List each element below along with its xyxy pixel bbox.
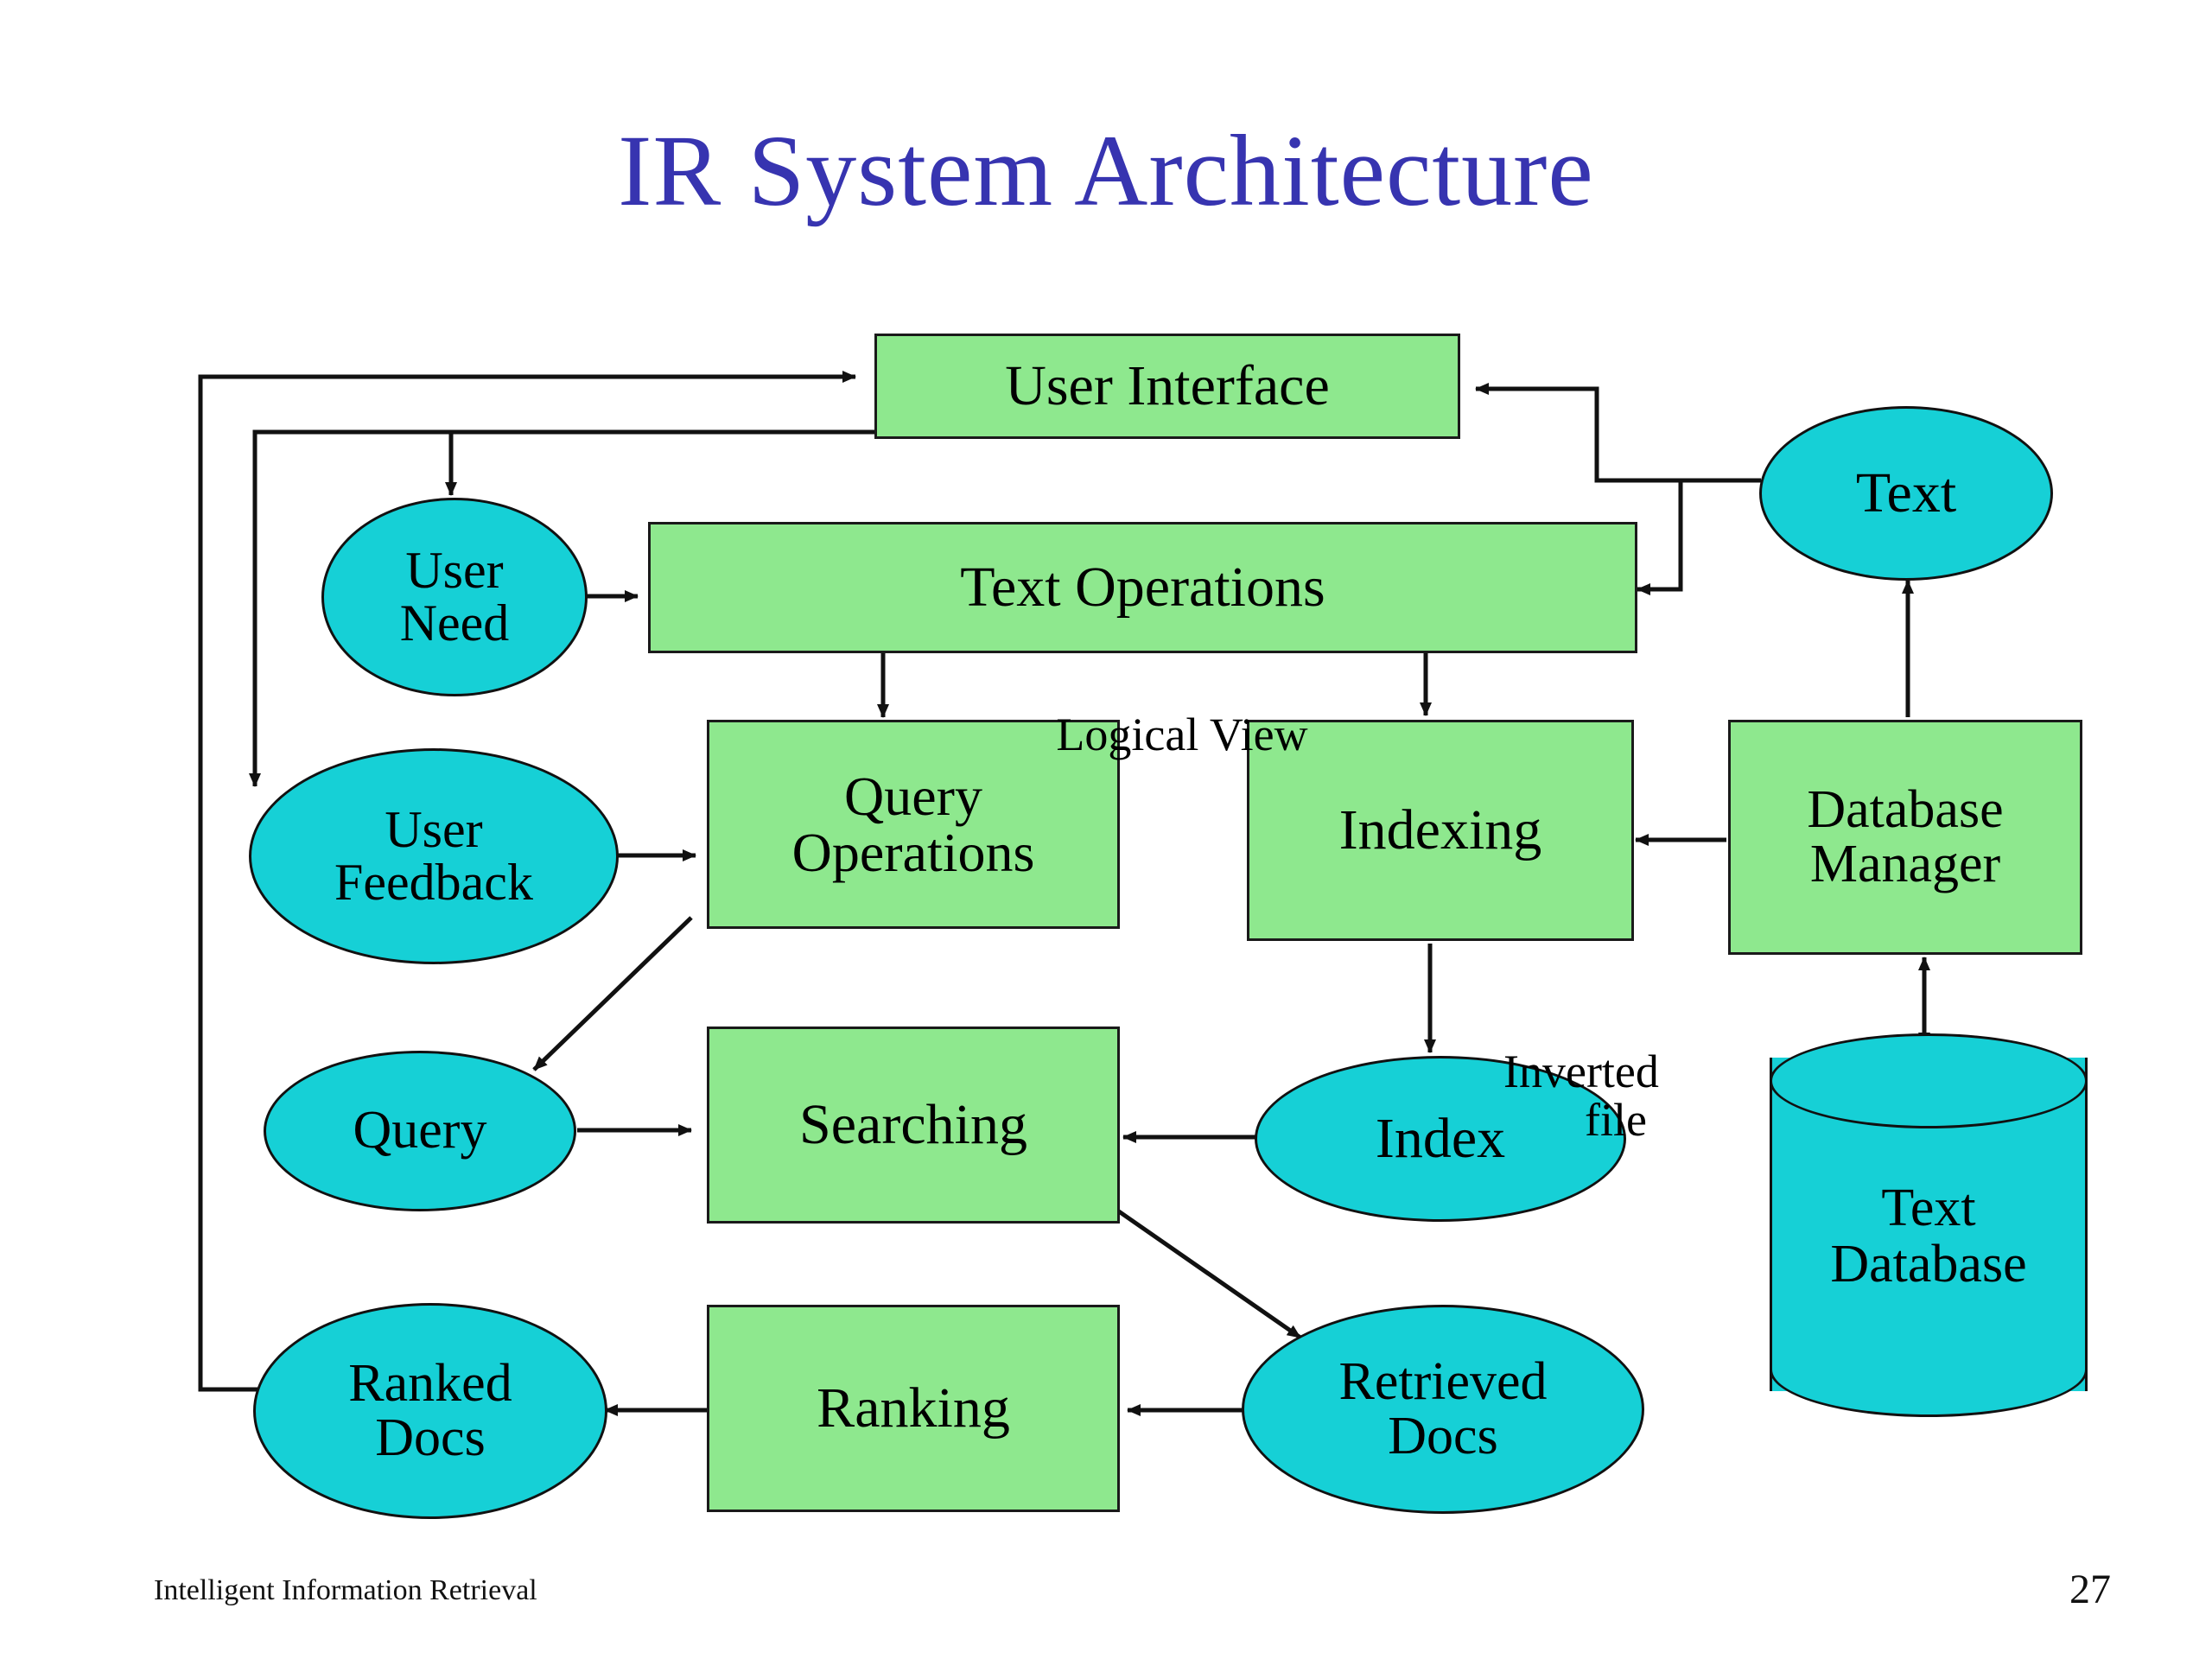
node-query-operations-label-2: Operations: [791, 822, 1035, 883]
node-indexing-label: Indexing: [1338, 798, 1542, 862]
node-text-operations[interactable]: Text Operations: [648, 522, 1637, 653]
node-user-feedback-label-1: User: [385, 800, 483, 858]
footer-note: Intelligent Information Retrieval: [154, 1574, 537, 1606]
node-user-interface[interactable]: User Interface: [874, 334, 1460, 439]
node-query-operations[interactable]: Query Operations: [707, 720, 1120, 929]
node-searching[interactable]: Searching: [707, 1027, 1120, 1224]
node-text-database-label-1: Text: [1881, 1178, 1976, 1237]
node-index-label: Index: [1375, 1107, 1506, 1171]
node-text-database[interactable]: Text Database: [1770, 1033, 2088, 1417]
node-user-feedback[interactable]: User Feedback: [249, 748, 619, 964]
node-query-operations-label-1: Query: [844, 765, 982, 827]
edge-ranked-docs-to-user-interface: [198, 371, 856, 1392]
page-number: 27: [2069, 1567, 2111, 1612]
node-text-database-label-2: Database: [1830, 1235, 2027, 1294]
node-text-label: Text: [1855, 461, 1957, 525]
node-searching-label: Searching: [799, 1093, 1027, 1157]
edge-label-inverted-file-line-2: file: [1585, 1094, 1647, 1147]
node-text[interactable]: Text: [1759, 406, 2053, 581]
node-user-need-label-2: Need: [399, 594, 510, 652]
edge-label-logical-view: Logical View: [1009, 661, 1355, 759]
edge-searching-to-retrieved-docs: [1115, 1207, 1302, 1340]
edge-text-to-text-operations: [1637, 480, 1683, 595]
edge-text-to-user-interface: [1475, 383, 1761, 483]
node-indexing[interactable]: Indexing: [1247, 720, 1634, 941]
edge-label-inverted-file-line-1: Inverted: [1503, 1045, 1659, 1097]
page-title: IR System Architecture: [618, 114, 1594, 227]
node-retrieved-docs-label-2: Docs: [1388, 1407, 1498, 1465]
node-retrieved-docs-label-1: Retrieved: [1338, 1351, 1548, 1411]
node-ranked-docs-label-1: Ranked: [348, 1353, 512, 1413]
node-ranked-docs-label-2: Docs: [375, 1408, 486, 1467]
node-database-manager-label-2: Manager: [1809, 835, 2001, 893]
node-database-manager[interactable]: Database Manager: [1728, 720, 2082, 955]
edge-label-logical-view-text: Logical View: [1056, 708, 1308, 760]
node-user-need-label-1: User: [405, 541, 504, 599]
node-ranking-label: Ranking: [817, 1376, 1010, 1440]
node-ranking[interactable]: Ranking: [707, 1305, 1120, 1512]
node-retrieved-docs[interactable]: Retrieved Docs: [1242, 1305, 1644, 1514]
edge-user-interface-to-user-feedback: [249, 429, 874, 787]
node-user-need[interactable]: User Need: [321, 498, 588, 696]
node-text-operations-label: Text Operations: [960, 556, 1325, 620]
edge-query-operations-to-query: [532, 916, 693, 1071]
node-user-interface-label: User Interface: [1005, 354, 1330, 418]
node-query-label: Query: [353, 1101, 487, 1160]
node-query[interactable]: Query: [264, 1051, 576, 1211]
cylinder-top-cap: [1770, 1033, 2088, 1128]
node-user-feedback-label-2: Feedback: [334, 854, 533, 911]
edge-label-inverted-file: Inverted file: [1503, 998, 1763, 1194]
node-ranked-docs[interactable]: Ranked Docs: [253, 1303, 607, 1519]
node-database-manager-label-1: Database: [1807, 779, 2004, 839]
node-index[interactable]: Index: [1255, 1056, 1626, 1222]
node-text-database-label: Text Database: [1770, 1033, 2088, 1417]
